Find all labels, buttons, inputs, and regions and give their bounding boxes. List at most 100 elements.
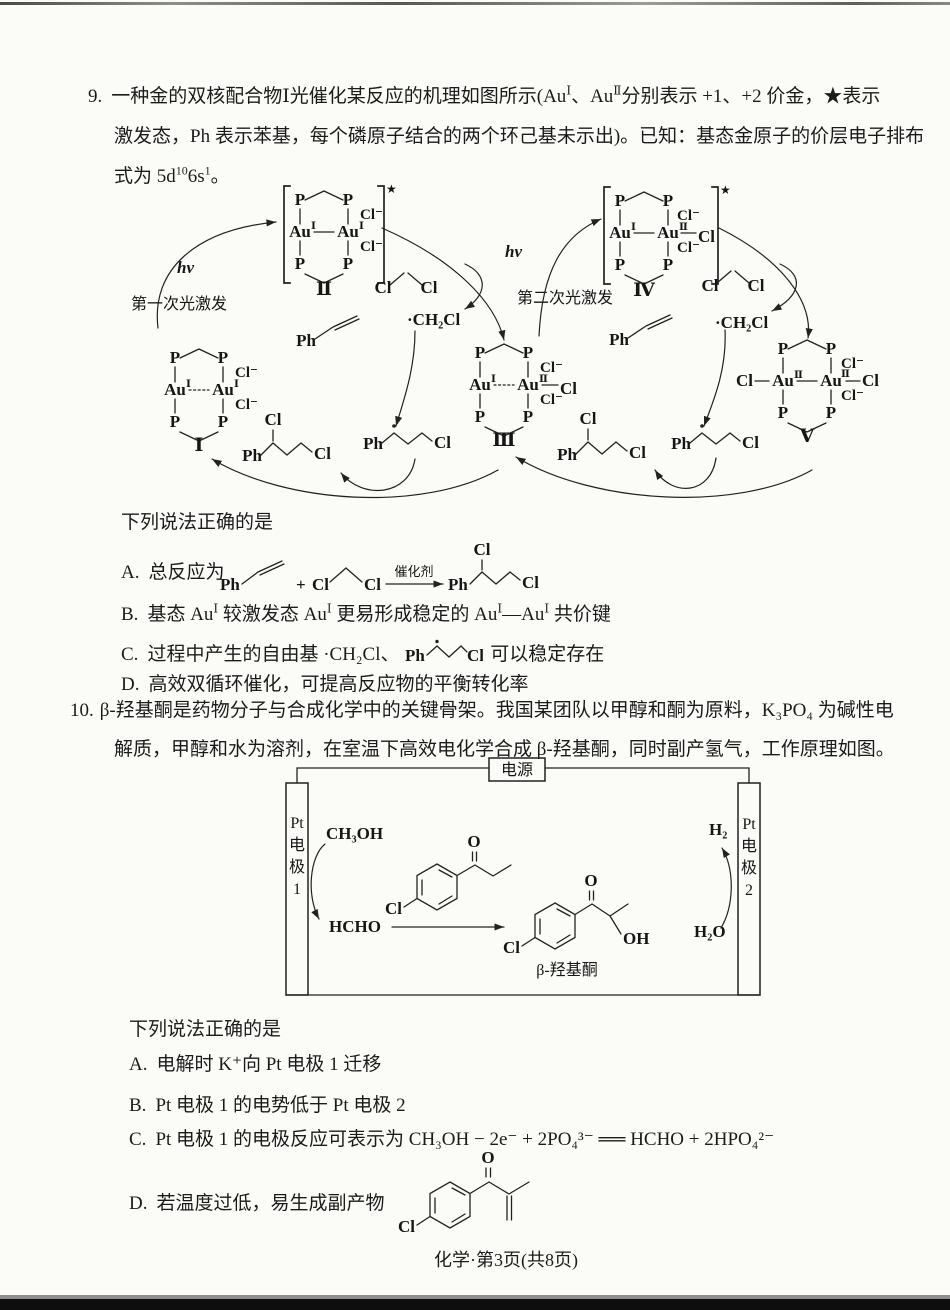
atom-p: P bbox=[218, 348, 228, 367]
water-label: H₂O bbox=[694, 922, 726, 941]
chloride-ion: Cl⁻ bbox=[235, 397, 258, 413]
electrode-1: Pt 电 极 1 bbox=[285, 782, 309, 996]
styrene-right: Ph bbox=[609, 314, 673, 349]
power-source-label: 电源 bbox=[501, 761, 533, 779]
beta-hydroxyketone-label: β-羟基酮 bbox=[536, 961, 597, 979]
option-b-label: B. bbox=[129, 1095, 147, 1116]
atom-cl: Cl bbox=[474, 540, 491, 559]
atom-au: Au bbox=[469, 375, 491, 394]
cathode-arrow bbox=[720, 847, 732, 929]
q10-option-c: C.Pt 电极 1 的电极反应可表示为 CH₃OH − 2e⁻ + 2PO₄³⁻… bbox=[129, 1129, 775, 1150]
atom-cl: Cl bbox=[702, 276, 719, 295]
electrolysis-diagram: 电源 Pt 电 极 1 Pt 电 极 2 CH₃OH HCHO O Cl bbox=[285, 757, 761, 996]
atom-p: P bbox=[663, 191, 673, 210]
atom-au: Au bbox=[772, 371, 794, 390]
au-oxidation-sup: Ⅱ bbox=[794, 370, 803, 381]
bonds bbox=[174, 348, 224, 442]
atom-cl: Cl bbox=[312, 575, 329, 594]
chloride-ion: Cl⁻ bbox=[360, 239, 383, 255]
beta-hydroxyketone-structure: O Cl OH β-羟基酮 bbox=[503, 871, 649, 979]
complex-III: P P P P Au Au Ⅰ Ⅱ Cl Cl⁻ Cl⁻ Ⅲ bbox=[469, 343, 577, 451]
q9-line2: 激发态，Ph 表示苯基，每个磷原子结合的两个环己基未示出)。已知：基态金原子的价… bbox=[114, 126, 925, 147]
complex-V: P P P P Au Au Ⅱ Ⅱ Cl Cl Cl⁻ Cl⁻ Ⅴ bbox=[736, 339, 879, 447]
atom-au: Au bbox=[337, 222, 359, 241]
atom-cl: Cl bbox=[434, 433, 451, 452]
phenyl-label: Ph bbox=[405, 646, 425, 665]
bonds bbox=[283, 185, 385, 284]
atom-p: P bbox=[295, 254, 305, 273]
atom-cl: Cl bbox=[398, 1217, 415, 1236]
atom-p: P bbox=[523, 407, 533, 426]
hydrogen-label: H₂ bbox=[709, 820, 727, 839]
q10-option-b: B.Pt 电极 1 的电势低于 Pt 电极 2 bbox=[129, 1095, 406, 1116]
complex-label-V: Ⅴ bbox=[799, 426, 816, 447]
chloride-ion: Cl⁻ bbox=[540, 392, 563, 408]
chloride-ion: Cl⁻ bbox=[540, 360, 563, 376]
excited-state-star: ★ bbox=[386, 182, 397, 196]
phenyl-label: Ph bbox=[609, 330, 629, 349]
styrene: Ph bbox=[220, 560, 285, 594]
product-left: Ph Cl Cl bbox=[242, 410, 331, 465]
svg-text:2: 2 bbox=[745, 882, 753, 899]
chloromethyl-radical-right: ·CH₂Cl bbox=[715, 313, 769, 332]
chloride-ion: Cl⁻ bbox=[235, 365, 258, 381]
atom-cl: Cl bbox=[560, 379, 577, 398]
svg-text:1: 1 bbox=[293, 881, 301, 898]
atom-cl: Cl bbox=[698, 227, 715, 246]
au-oxidation-sup: Ⅰ bbox=[186, 379, 191, 390]
chloromethyl-radical-left: ·CH₂Cl bbox=[407, 310, 461, 329]
option-b-label: B. bbox=[121, 604, 139, 625]
atom-p: P bbox=[826, 339, 836, 358]
atom-p: P bbox=[343, 190, 353, 209]
atom-p: P bbox=[343, 254, 353, 273]
atom-cl: Cl bbox=[736, 371, 753, 390]
atom-cl: Cl bbox=[748, 276, 765, 295]
mechanism-diagram: P P P P Au Au Ⅰ Ⅰ Cl⁻ Cl⁻ Ⅰ P P P bbox=[131, 182, 879, 499]
atom-p: P bbox=[778, 339, 788, 358]
atom-cl: Cl bbox=[503, 938, 520, 957]
au-oxidation-sup: Ⅰ bbox=[631, 222, 636, 233]
q10-line2: 解质，甲醇和水为溶剂，在室温下高效电化学合成 β-羟基酮，同时副产氢气，工作原理… bbox=[114, 739, 895, 760]
atom-cl: Cl bbox=[265, 410, 282, 429]
au-oxidation-sup: Ⅰ bbox=[234, 379, 239, 390]
atom-au: Au bbox=[609, 223, 631, 242]
electrode-2-text: Pt bbox=[742, 816, 756, 833]
atom-au: Au bbox=[164, 380, 186, 399]
chloride-ion: Cl⁻ bbox=[360, 207, 383, 223]
q10-stem: 下列说法正确的是 bbox=[129, 1019, 282, 1040]
dichloromethane-right: Cl Cl bbox=[702, 270, 765, 295]
catalyst-label: 催化剂 bbox=[394, 564, 433, 579]
q9-number: 9. bbox=[88, 86, 103, 107]
q10-option-d: D.若温度过低，易生成副产物 bbox=[129, 1193, 385, 1214]
bonds bbox=[754, 339, 861, 433]
atom-p: P bbox=[523, 343, 533, 362]
atom-cl: Cl bbox=[742, 433, 759, 452]
atom-p: P bbox=[170, 412, 180, 431]
au-oxidation-sup: Ⅱ bbox=[539, 374, 548, 385]
phenyl-label: Ph bbox=[220, 575, 240, 594]
atom-p: P bbox=[663, 255, 673, 274]
product: Ph Cl Cl bbox=[448, 540, 539, 594]
atom-cl: Cl bbox=[421, 278, 438, 297]
complex-IV: P P P P Au Au Ⅰ Ⅱ Cl Cl⁻ Cl⁻ ★ Ⅳ bbox=[603, 183, 731, 301]
hv-label-right: hν bbox=[505, 242, 522, 261]
option-d-label: D. bbox=[121, 674, 140, 695]
complex-label-IV: Ⅳ bbox=[633, 280, 655, 301]
phenyl-label: Ph bbox=[557, 445, 577, 464]
au-oxidation-sup: Ⅱ bbox=[841, 369, 850, 380]
phenyl-label: Ph bbox=[671, 434, 691, 453]
side-product-structure: O Cl bbox=[398, 1148, 530, 1236]
q9-option-a: A.总反应为 bbox=[121, 562, 225, 583]
power-source: 电源 bbox=[488, 757, 546, 782]
atom-cl: Cl bbox=[364, 575, 381, 594]
chloride-ion: Cl⁻ bbox=[677, 240, 700, 256]
bonds bbox=[479, 343, 559, 437]
plus-sign: + bbox=[296, 575, 306, 594]
complex-II: P P P P Au Au Ⅰ Ⅰ Cl⁻ Cl⁻ ★ Ⅱ bbox=[283, 182, 397, 300]
atom-o: O bbox=[481, 1148, 494, 1167]
circuit-wires bbox=[296, 767, 750, 784]
atom-p: P bbox=[475, 407, 485, 426]
atom-cl: Cl bbox=[862, 371, 879, 390]
